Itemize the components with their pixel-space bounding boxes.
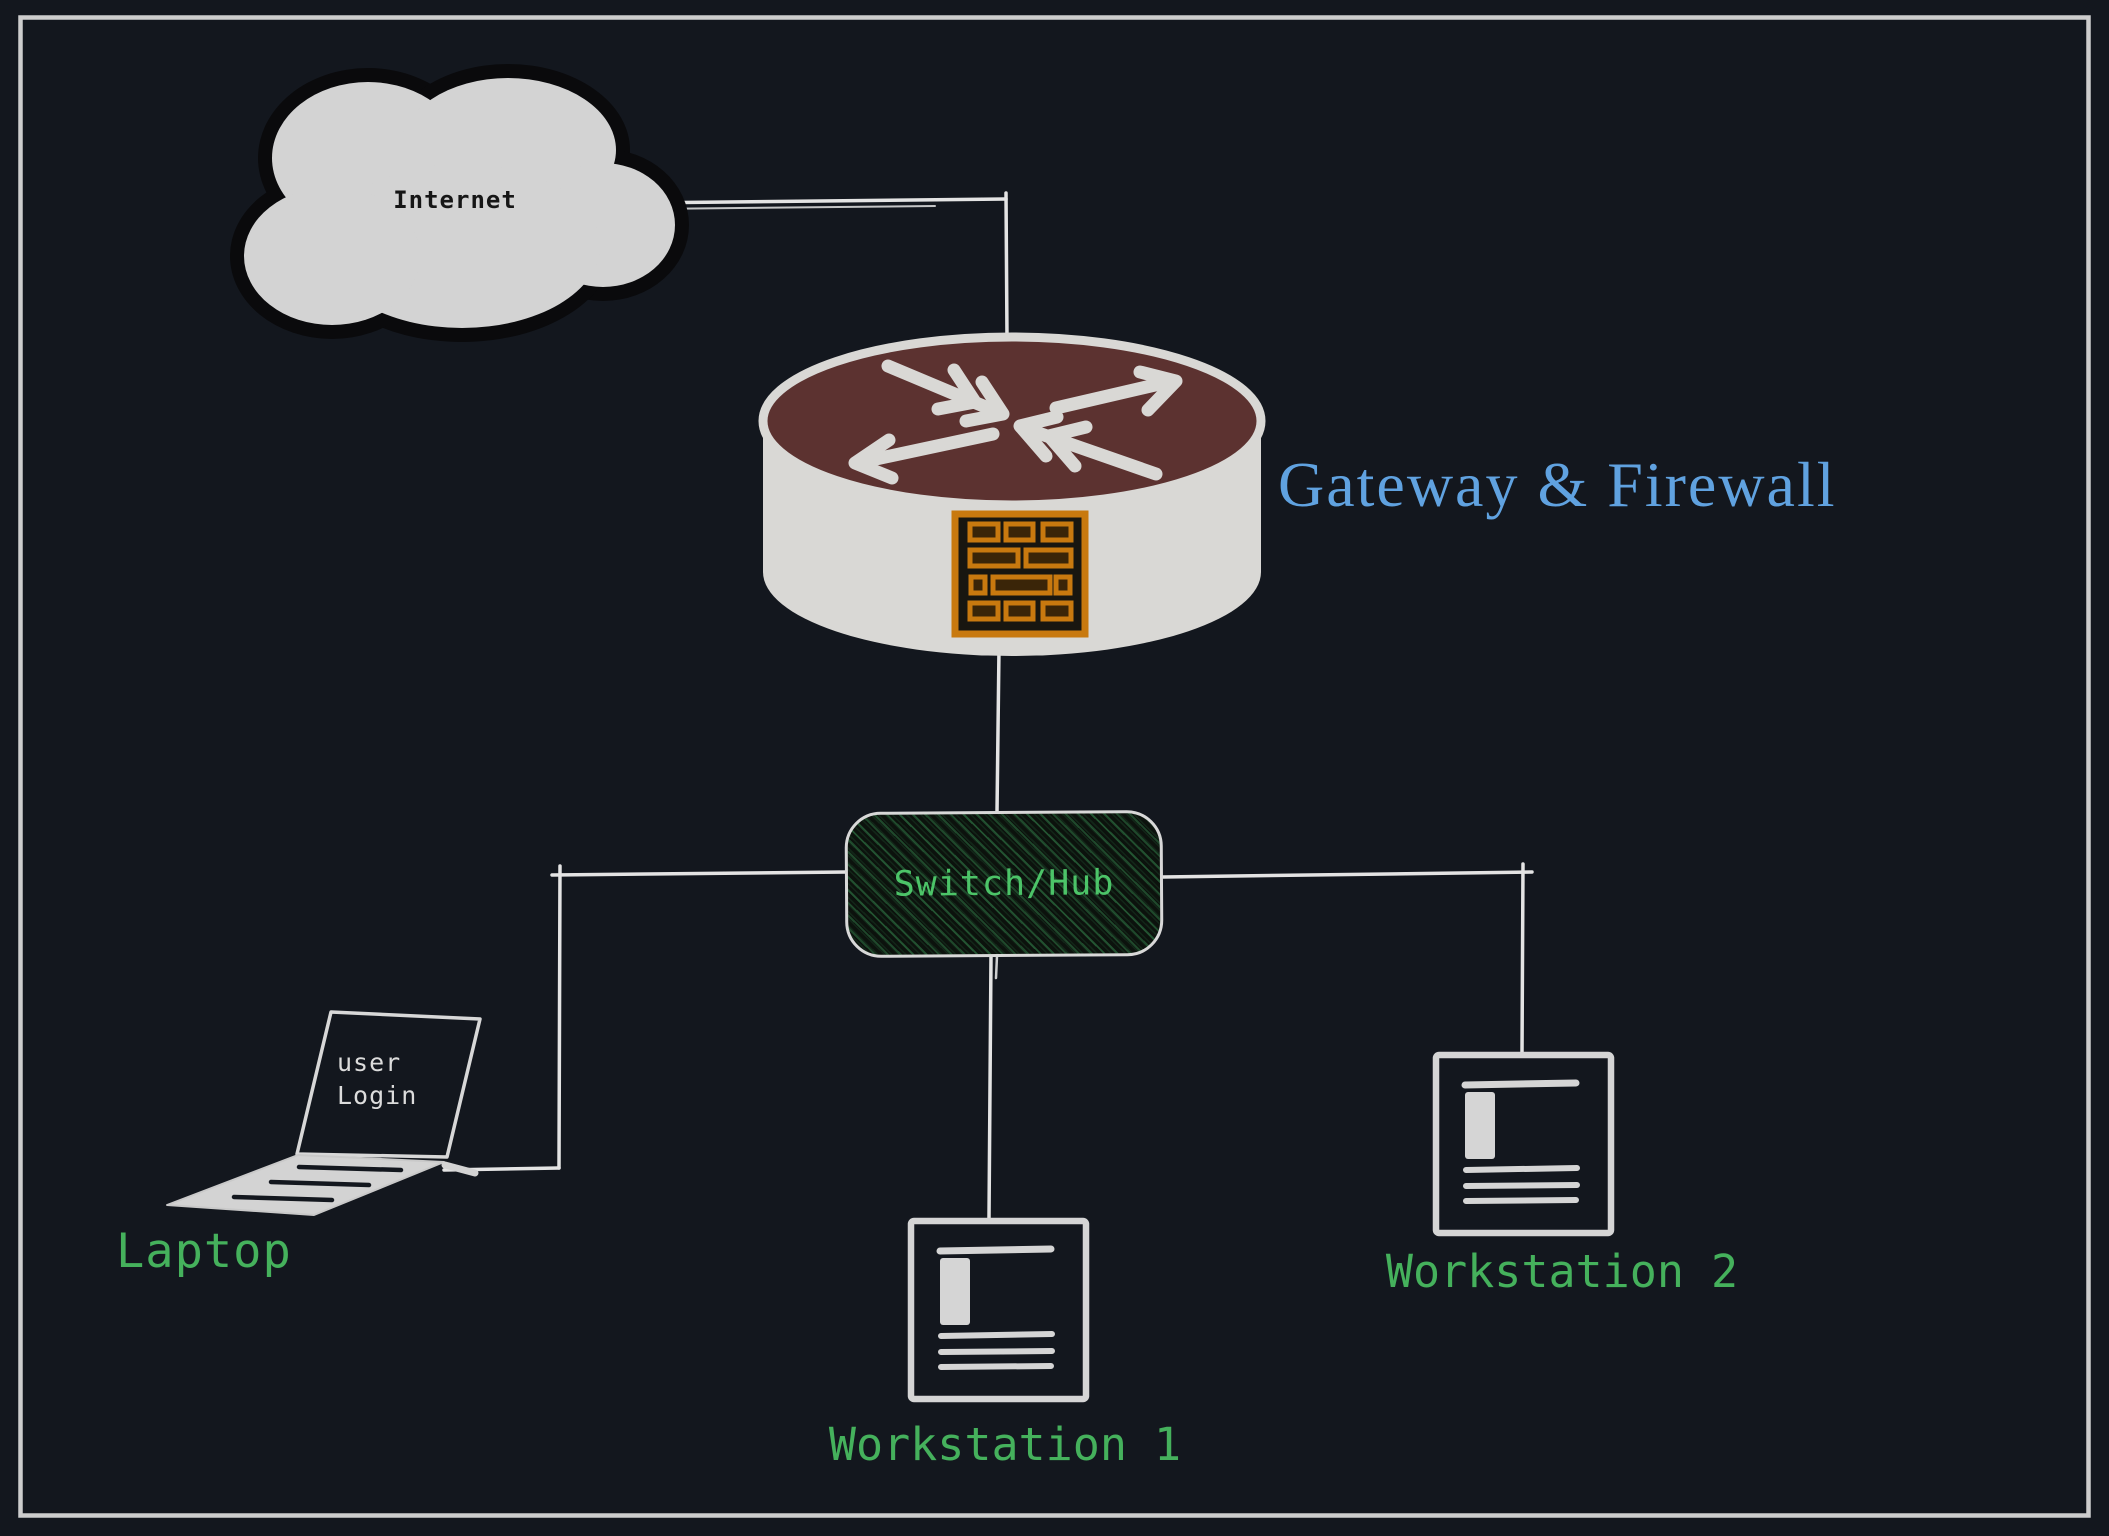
connector-gateway-switch bbox=[995, 647, 1001, 814]
gateway-firewall-label: Gateway & Firewall bbox=[1278, 449, 1837, 520]
connector-sketch-stub bbox=[994, 954, 999, 980]
laptop-screen bbox=[295, 1010, 482, 1159]
connector-lines bbox=[442, 191, 1534, 1220]
switch-hub-label: Switch/Hub bbox=[893, 863, 1115, 905]
connector-switch-ws2-v bbox=[1520, 862, 1525, 1056]
router-top bbox=[758, 332, 1266, 510]
laptop-icon bbox=[166, 1010, 482, 1216]
laptop-keyboard-lines bbox=[231, 1164, 404, 1203]
laptop-screen-text: user Login bbox=[337, 1048, 418, 1110]
connector-switch-ws2-h bbox=[1161, 870, 1534, 879]
workstation-1-icon bbox=[907, 1217, 1090, 1403]
workstation-1-label: Workstation 1 bbox=[828, 1418, 1182, 1471]
connector-internet-gateway-h bbox=[631, 197, 1008, 205]
workstation-2-label: Workstation 2 bbox=[1385, 1245, 1739, 1298]
connector-sketch-stroke bbox=[647, 205, 936, 210]
workstation-2-icon bbox=[1432, 1051, 1615, 1237]
router-arrows-icon bbox=[848, 359, 1183, 485]
frame-border bbox=[18, 15, 2091, 1518]
connector-internet-gateway-v bbox=[1004, 191, 1009, 340]
connector-switch-laptop-h bbox=[550, 870, 849, 877]
internet-cloud-icon bbox=[230, 64, 689, 342]
internet-label: Internet bbox=[393, 186, 517, 214]
laptop-hinge bbox=[441, 1161, 479, 1177]
gateway-router-icon bbox=[758, 332, 1266, 656]
laptop-label: Laptop bbox=[116, 1224, 292, 1279]
connector-switch-laptop-v bbox=[557, 864, 562, 1170]
switch-hub-node: Switch/Hub bbox=[844, 810, 1164, 958]
cloud-body bbox=[244, 78, 675, 328]
firewall-brick-icon bbox=[951, 510, 1089, 638]
connector-switch-ws1 bbox=[987, 954, 993, 1220]
